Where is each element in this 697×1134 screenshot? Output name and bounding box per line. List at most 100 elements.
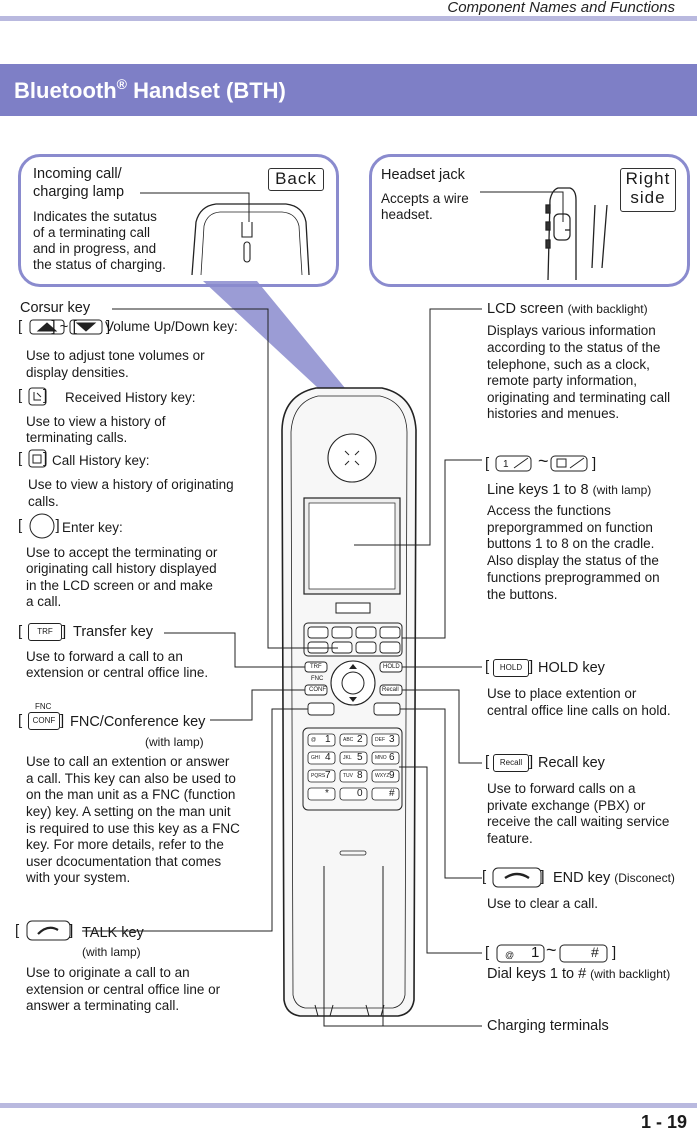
keypad-key-label: 7: [325, 770, 331, 781]
enter-brackets: [ ]: [18, 517, 60, 534]
line-desc-line: Access the functions: [487, 503, 611, 518]
hold-key-title: HOLD key: [538, 660, 605, 676]
cursor-key-title: Corsur key: [20, 300, 91, 316]
fnc-key-title: FNC/Conference key: [70, 714, 206, 730]
incoming-desc-line: and in progress, and: [33, 241, 157, 256]
talk-desc-line: Use to originate a call to an: [26, 965, 190, 980]
lcd-desc-line: originating and terminating call: [487, 390, 671, 405]
transfer-key-title: Transfer key: [73, 624, 154, 640]
keypad-key-letters: PQRS: [311, 773, 326, 779]
lcd-desc-line: according to the status of the: [487, 340, 661, 355]
line-desc-line: buttons 1 to 8 on the cradle.: [487, 536, 655, 551]
callhist-key-title: Call History key:: [52, 453, 150, 468]
transfer-desc-line: Use to forward a call to an: [26, 649, 183, 664]
talk-desc-line: answer a terminating call.: [26, 998, 180, 1013]
volume-brackets: [ ] ~ [ ]: [18, 318, 111, 335]
keypad-key-label: *: [325, 788, 329, 799]
fnc-desc-line: on the man unit as a FNC (function: [26, 787, 236, 802]
received-brackets: [ ]: [18, 387, 48, 404]
lcd-desc-line: remote party information,: [487, 373, 638, 388]
lcd-desc-line: telephone, such as a clock,: [487, 357, 650, 372]
charging-terminals-title: Charging terminals: [487, 1018, 609, 1034]
footer-rule: [0, 1103, 697, 1108]
keypad-key-letters: @: [311, 737, 317, 743]
dial-brackets-close: ]: [612, 944, 617, 961]
end-brackets: [ ]: [482, 868, 545, 885]
line-desc-line: functions preprogrammed on: [487, 570, 660, 585]
recall-desc-line: private exchange (PBX) or: [487, 798, 646, 813]
handset-drawing: [281, 387, 417, 1017]
headset-jack-title: Headset jack: [381, 167, 465, 183]
keypad-key-label: 0: [357, 788, 363, 799]
fnc-desc-line: is required to use this key as a FNC: [26, 821, 240, 836]
fnc-desc-line: Use to call an extention or answer: [26, 754, 230, 769]
keypad-key-letters: ABC: [343, 737, 354, 743]
keypad-key-label: 4: [325, 752, 331, 763]
transfer-bracket-close: ]: [62, 623, 67, 640]
volume-desc-line: Use to adjust tone volumes or: [26, 348, 205, 363]
volume-key-title: Volume Up/Down key:: [105, 319, 238, 334]
hold-desc-line: central office line calls on hold.: [487, 703, 671, 718]
fnc-icon-top: FNC: [35, 702, 52, 711]
talk-brackets: [ ]: [15, 922, 74, 939]
fnc-desc-line: a call. This key can also be used to: [26, 771, 236, 786]
incoming-lamp-title: Incoming call/: [33, 166, 122, 182]
incoming-desc-line: Indicates the sutatus: [33, 209, 157, 224]
callhist-brackets: [ ]: [18, 450, 48, 467]
recall-desc-line: receive the call waiting service: [487, 814, 670, 829]
line-brackets: [: [485, 455, 490, 472]
dial-tilde: ~: [546, 940, 557, 960]
recall-desc-line: Use to forward calls on a: [487, 781, 636, 796]
phone-recall-label: Recall: [382, 687, 399, 693]
keypad-key-label: #: [389, 788, 395, 799]
fnc-key-note: (with lamp): [145, 735, 204, 749]
fnc-brackets: [: [18, 712, 23, 729]
line-brackets-close: ]: [592, 455, 597, 472]
incoming-desc-line: of a terminating call: [33, 225, 151, 240]
keypad-key-letters: GHI: [311, 755, 320, 761]
line-desc-line: preporgrammed on function: [487, 520, 653, 535]
banner-title: Bluetooth® Handset (BTH): [14, 76, 286, 103]
phone-fnc-label: FNC: [311, 676, 324, 682]
received-key-title: Received History key:: [65, 390, 196, 405]
lcd-desc-line: histories and menues.: [487, 406, 620, 421]
keypad-key-label: 5: [357, 752, 363, 763]
keypad-key-letters: TUV: [343, 773, 353, 779]
enter-desc-line: Use to accept the terminating or: [26, 545, 218, 560]
header-rule: [0, 16, 697, 21]
enter-desc-line: originating call history displayed: [26, 561, 217, 576]
dial-icon-at: @: [505, 950, 515, 960]
keypad-key-label: 3: [389, 734, 395, 745]
hold-desc-line: Use to place extention or: [487, 686, 637, 701]
talk-key-note: (with lamp): [82, 945, 141, 959]
dial-icon-first: 1: [531, 944, 540, 961]
end-desc-line: Use to clear a call.: [487, 896, 599, 911]
keypad-key-label: 6: [389, 752, 395, 763]
recall-key-icon: Recall: [493, 754, 529, 772]
lcd-title: LCD screen (with backlight): [487, 301, 648, 317]
volume-desc-line: display densities.: [26, 365, 129, 380]
incoming-lamp-title-2: charging lamp: [33, 184, 125, 200]
leader-lines: [82, 191, 564, 1027]
enter-desc-line: a call.: [26, 594, 62, 609]
hold-key-icon: HOLD: [493, 659, 529, 677]
end-key-title: END key (Disconect): [553, 870, 675, 886]
fnc-desc-line: key) key. A setting on the man unit: [26, 804, 231, 819]
phone-trf-label: TRF: [310, 664, 322, 670]
lcd-desc-line: Displays various information: [487, 323, 656, 338]
incoming-desc-line: the status of charging.: [33, 257, 166, 272]
keypad-key-label: 8: [357, 770, 363, 781]
keypad-key-letters: MNO: [375, 755, 387, 761]
fnc-desc-line: with your system.: [26, 870, 131, 885]
section-title: Component Names and Functions: [447, 0, 675, 16]
headset-desc-line: headset.: [381, 207, 433, 222]
recall-bracket-close: ]: [529, 753, 534, 770]
headset-desc-line: Accepts a wire: [381, 191, 469, 206]
keypad-key-label: 2: [357, 734, 363, 745]
phone-hold-label: HOLD: [383, 664, 400, 670]
keypad-key-letters: DEF: [375, 737, 385, 743]
back-view-tag: Back: [268, 168, 324, 191]
back-view-illustration: [191, 203, 310, 276]
dial-brackets: [: [485, 944, 490, 961]
